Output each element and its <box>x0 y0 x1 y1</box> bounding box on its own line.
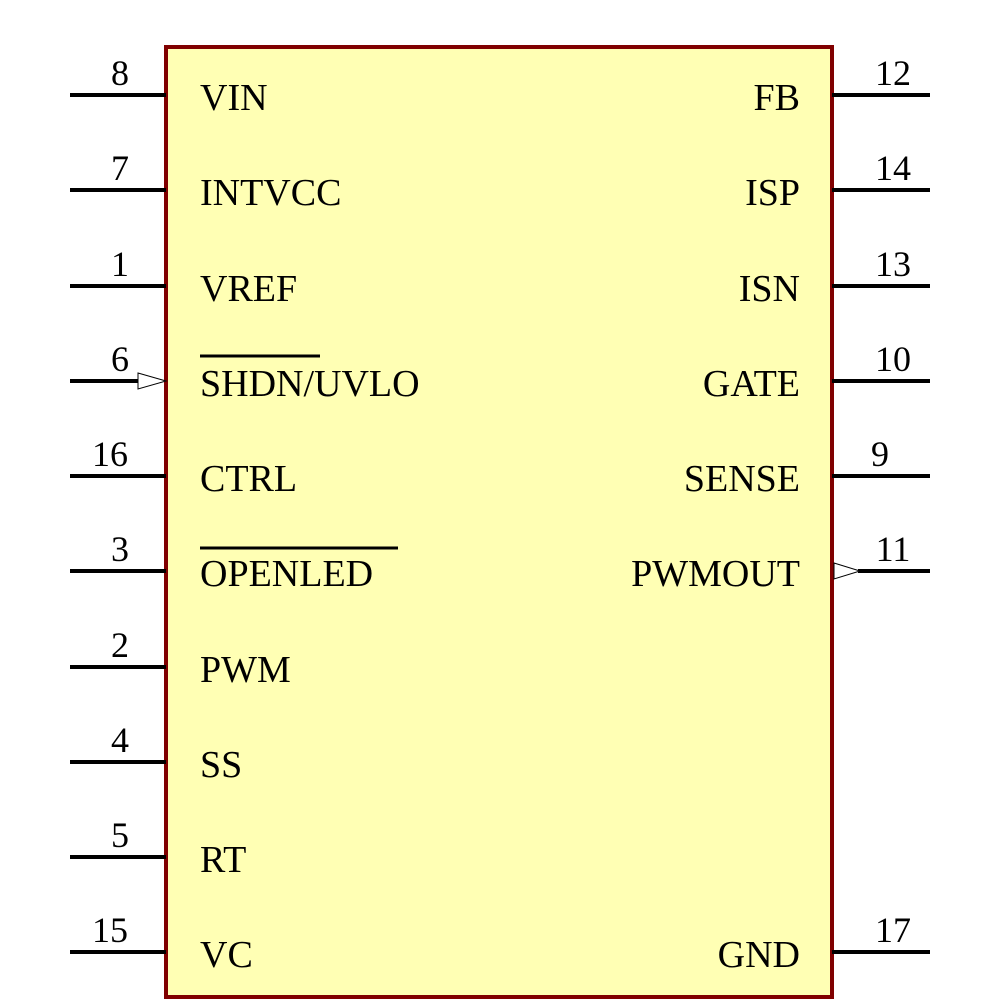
pin-name: GATE <box>703 363 800 405</box>
pin-name: INTVCC <box>200 172 341 214</box>
left-pin-2[interactable]: 2 PWM <box>70 625 291 691</box>
right-pin-11[interactable]: 11 PWMOUT <box>631 529 930 595</box>
pin-number: 10 <box>875 339 911 379</box>
pin-number: 5 <box>111 815 129 855</box>
pin-name: GND <box>718 934 800 976</box>
pin-number: 7 <box>111 148 129 188</box>
left-pin-16[interactable]: 16 CTRL <box>70 434 297 500</box>
pin-name: SHDN/UVLO <box>200 363 420 405</box>
right-pin-12[interactable]: 12 FB <box>754 53 930 119</box>
pin-name: SS <box>200 744 242 786</box>
pin-name: OPENLED <box>200 553 373 595</box>
left-pin-15[interactable]: 15 VC <box>70 910 253 976</box>
pin-name: FB <box>754 77 800 119</box>
pin-name: PWM <box>200 649 291 691</box>
pin-name: SENSE <box>684 458 800 500</box>
pin-number: 15 <box>92 910 128 950</box>
left-pin-1[interactable]: 1 VREF <box>70 244 297 310</box>
right-pin-13[interactable]: 13 ISN <box>739 244 930 310</box>
right-pin-9[interactable]: 9 SENSE <box>684 434 930 500</box>
output-arrow-icon <box>833 562 862 580</box>
pin-number: 16 <box>92 434 128 474</box>
pin-name: PWMOUT <box>631 553 800 595</box>
pin-number: 2 <box>111 625 129 665</box>
pin-name: CTRL <box>200 458 297 500</box>
pin-name: VIN <box>200 77 268 119</box>
pin-name: VC <box>200 934 253 976</box>
pin-name: ISP <box>745 172 800 214</box>
input-arrow-icon <box>137 372 168 390</box>
right-pin-10[interactable]: 10 GATE <box>703 339 930 405</box>
pin-name: VREF <box>200 268 297 310</box>
left-pin-3[interactable]: 3 OPENLED <box>70 529 398 595</box>
pin-number: 4 <box>111 720 129 760</box>
pin-name: ISN <box>739 268 800 310</box>
right-pin-17[interactable]: 17 GND <box>718 910 930 976</box>
pin-number: 11 <box>876 529 911 569</box>
pin-number: 13 <box>875 244 911 284</box>
pin-number: 12 <box>875 53 911 93</box>
left-pin-7[interactable]: 7 INTVCC <box>70 148 341 214</box>
pin-name: RT <box>200 839 246 881</box>
pin-number: 8 <box>111 53 129 93</box>
left-pin-8[interactable]: 8 VIN <box>70 53 268 119</box>
pin-number: 14 <box>875 148 911 188</box>
component-body[interactable] <box>164 45 834 999</box>
pin-number: 9 <box>871 434 889 474</box>
pin-number: 1 <box>111 244 129 284</box>
pin-number: 6 <box>111 339 129 379</box>
pin-number: 3 <box>111 529 129 569</box>
right-pin-14[interactable]: 14 ISP <box>745 148 930 214</box>
left-pin-6[interactable]: 6 SHDN/UVLO <box>70 339 420 405</box>
pin-number: 17 <box>875 910 911 950</box>
left-pin-5[interactable]: 5 RT <box>70 815 246 881</box>
left-pin-4[interactable]: 4 SS <box>70 720 242 786</box>
